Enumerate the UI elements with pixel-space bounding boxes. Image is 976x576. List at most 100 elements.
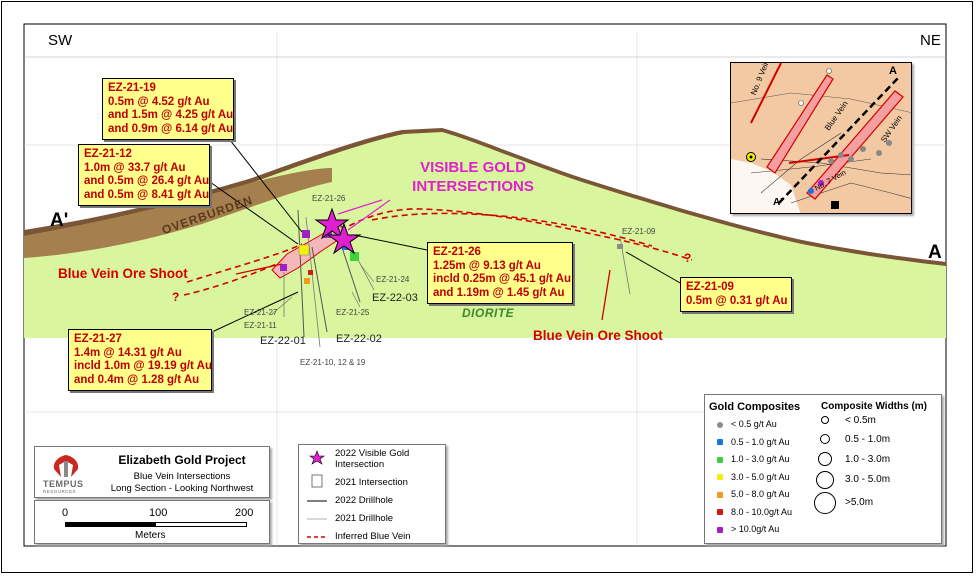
composite-marker bbox=[302, 230, 310, 238]
gold-swatch-icon bbox=[717, 421, 723, 428]
drillhole-label: EZ-21-11 bbox=[244, 321, 277, 330]
gold-legend-row: 1.0 - 3.0 g/t Au bbox=[717, 454, 790, 464]
intersection-icon bbox=[311, 474, 323, 488]
inset-vein bbox=[766, 74, 834, 174]
leader-line bbox=[337, 199, 383, 215]
direction-label-sw: SW bbox=[48, 32, 73, 49]
composite-marker bbox=[350, 252, 359, 261]
scale-tick-label: 0 bbox=[62, 507, 69, 519]
callout-line: and 1.19m @ 1.45 g/t Au bbox=[433, 286, 565, 299]
inset-marker bbox=[876, 150, 882, 156]
visible-gold-title-line: VISIBLE GOLD bbox=[420, 159, 526, 176]
company-name: TEMPUS bbox=[43, 479, 84, 489]
inset-marker bbox=[798, 100, 804, 106]
legend-label: 2022 Visible Gold Intersection bbox=[335, 448, 410, 470]
gold-legend-row: 3.0 - 5.0 g/t Au bbox=[717, 472, 790, 482]
inset-map-svg bbox=[731, 63, 911, 213]
visible-gold-star bbox=[314, 207, 350, 240]
drillhole-label: EZ-22-03 bbox=[372, 292, 418, 304]
width-label: 3.0 - 5.0m bbox=[845, 474, 891, 485]
drillhole-label: EZ-21-26 bbox=[312, 194, 346, 203]
callout-ez-21-12: EZ-21-12 1.0m @ 33.7 g/t Au and 0.5m @ 2… bbox=[78, 144, 210, 206]
gold-legend-label: 5.0 - 8.0 g/t Au bbox=[731, 489, 790, 499]
inset-marker bbox=[826, 68, 832, 74]
callout-line: 1.0m @ 33.7 g/t Au bbox=[84, 161, 186, 174]
callout-line: and 0.9m @ 6.14 g/t Au bbox=[108, 122, 234, 135]
question-mark: ? bbox=[172, 290, 180, 304]
inset-marker bbox=[818, 180, 824, 186]
leader-line bbox=[235, 263, 283, 275]
inferred-vein-line bbox=[186, 243, 303, 283]
topography-line bbox=[24, 128, 946, 266]
composite-marker bbox=[280, 264, 287, 271]
leader-line bbox=[209, 181, 299, 245]
callout-line: and 0.5m @ 8.41 g/t Au bbox=[84, 188, 210, 201]
width-circle-icon bbox=[814, 492, 836, 514]
callout-ez-21-26: EZ-21-26 1.25m @ 9.13 g/t Au incld 0.25m… bbox=[427, 242, 573, 304]
inset-white-area bbox=[731, 159, 801, 213]
gold-swatch-icon bbox=[717, 474, 723, 481]
callout-line: 0.5m @ 4.52 g/t Au bbox=[108, 95, 210, 108]
inferred-vein-line bbox=[371, 212, 653, 247]
gold-legend-label: 3.0 - 5.0 g/t Au bbox=[731, 471, 790, 482]
legend-label: 2022 Drillhole bbox=[335, 495, 394, 506]
gold-swatch-icon bbox=[717, 509, 723, 516]
inset-marker bbox=[886, 140, 892, 146]
leader-line bbox=[211, 291, 299, 333]
callout-line: EZ-21-19 bbox=[108, 82, 156, 94]
drillhole-label: EZ-22-02 bbox=[336, 333, 382, 345]
symbol-legend: 2022 Visible Gold Intersection 2021 Inte… bbox=[298, 444, 446, 544]
leader-line bbox=[353, 234, 428, 251]
gold-legend-title: Gold Composites bbox=[709, 401, 801, 413]
overburden-wedge bbox=[24, 168, 332, 258]
inset-marker bbox=[860, 146, 866, 152]
project-subtitle: Blue Vein Intersections bbox=[133, 471, 231, 482]
star-icon bbox=[309, 450, 325, 465]
gold-swatch-icon bbox=[717, 491, 723, 498]
scale-tick-label: 100 bbox=[149, 507, 168, 519]
drillhole-label: EZ-21-25 bbox=[336, 308, 370, 317]
callout-line: 1.4m @ 14.31 g/t Au bbox=[74, 346, 182, 359]
drillhole-label: EZ-21-27 bbox=[244, 308, 278, 317]
drillhole-label: EZ-22-01 bbox=[260, 335, 306, 347]
callout-line: 0.5m @ 0.31 g/t Au bbox=[686, 294, 788, 307]
gold-legend-row: > 10.0g/t Au bbox=[717, 524, 779, 534]
leader-line bbox=[625, 251, 683, 285]
ore-shoot-label-left: Blue Vein Ore Shoot bbox=[58, 266, 188, 281]
leader-line bbox=[347, 199, 391, 231]
gold-legend-label: > 10.0g/t Au bbox=[731, 524, 780, 534]
gold-legend: Gold Composites Composite Widths (m) < 0… bbox=[704, 394, 942, 544]
inset-marker bbox=[838, 152, 844, 158]
composite-marker bbox=[308, 270, 313, 275]
inset-contour bbox=[760, 158, 911, 176]
project-title: Elizabeth Gold Project bbox=[118, 453, 246, 467]
visible-gold-title-line: INTERSECTIONS bbox=[412, 178, 534, 195]
gold-legend-label: < 0.5 g/t Au bbox=[731, 419, 777, 429]
width-label: 1.0 - 3.0m bbox=[845, 454, 891, 465]
tempus-logo-icon bbox=[53, 455, 79, 477]
callout-line: EZ-21-27 bbox=[74, 333, 122, 345]
company-sub: RESOURCES bbox=[43, 489, 77, 494]
inset-vein bbox=[750, 63, 782, 124]
inset-section-end: A bbox=[889, 65, 897, 77]
inset-marker bbox=[848, 156, 854, 162]
composite-marker bbox=[298, 244, 310, 256]
width-circle-icon bbox=[816, 471, 834, 489]
inset-section-end: A' bbox=[773, 197, 783, 208]
gold-legend-label: 1.0 - 3.0 g/t Au bbox=[731, 454, 790, 464]
callout-line: and 0.4m @ 1.28 g/t Au bbox=[74, 373, 200, 386]
callout-line: incld 1.0m @ 19.19 g/t Au bbox=[74, 360, 212, 372]
gold-legend-row: 5.0 - 8.0 g/t Au bbox=[717, 489, 790, 499]
widths-legend-title: Composite Widths (m) bbox=[821, 401, 928, 412]
gold-legend-label: 0.5 - 1.0 g/t Au bbox=[731, 436, 790, 447]
question-mark: ? bbox=[684, 251, 692, 265]
inset-contour bbox=[760, 132, 842, 194]
inset-contour bbox=[790, 182, 911, 204]
scale-bar-panel: 0 100 200 Meters bbox=[34, 500, 270, 544]
scale-tick-label: 200 bbox=[235, 507, 254, 519]
section-end-left: A' bbox=[50, 210, 69, 231]
callout-line: 1.25m @ 9.13 g/t Au bbox=[433, 259, 541, 272]
legend-label: Inferred Blue Vein bbox=[335, 531, 411, 542]
composite-marker bbox=[304, 278, 310, 284]
width-label: 0.5 - 1.0m bbox=[845, 434, 891, 445]
